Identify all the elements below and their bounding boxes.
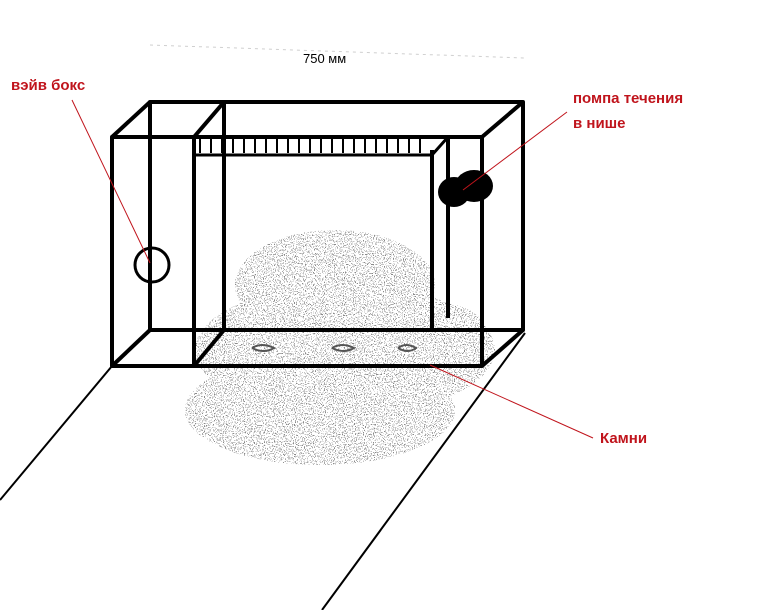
pump-label-line1: помпа течения: [573, 90, 683, 107]
stand-floor: [0, 332, 526, 610]
callout-lines: [71, 99, 594, 439]
aquarium-frame: [110, 100, 525, 368]
stones-pointer: [429, 364, 594, 439]
stones-label: Камни: [600, 430, 647, 447]
edge-top-left: [110, 100, 152, 139]
dimension-annotation: 750 мм: [149, 44, 526, 66]
floor-left-line: [0, 365, 113, 501]
stone-spot: [397, 344, 418, 352]
wavebox-wall-top: [192, 100, 226, 139]
wavebox-port-icon: [133, 246, 171, 284]
stone-spot: [251, 344, 277, 352]
floor-right-line: [321, 332, 526, 610]
pump-body-front: [438, 177, 470, 207]
comb-panel: [192, 135, 450, 157]
wavebox-wall-bottom: [192, 328, 226, 368]
stones-blob-bottom: [185, 355, 455, 465]
pump-pointer: [462, 111, 568, 191]
edge-top-right: [480, 100, 525, 139]
dimension-label: 750 мм: [303, 51, 346, 66]
edge-bottom-left: [110, 328, 152, 368]
edge-bottom-right: [480, 328, 525, 368]
stones-dark-spots: [251, 344, 418, 352]
wavebox-pointer: [71, 99, 151, 264]
circulation-pump-icon: [438, 170, 493, 207]
overflow-comb: [199, 138, 421, 153]
stone-spot: [331, 344, 357, 352]
pump-label-line2: в нише: [573, 115, 626, 132]
wavebox-label: вэйв бокс: [11, 77, 85, 94]
